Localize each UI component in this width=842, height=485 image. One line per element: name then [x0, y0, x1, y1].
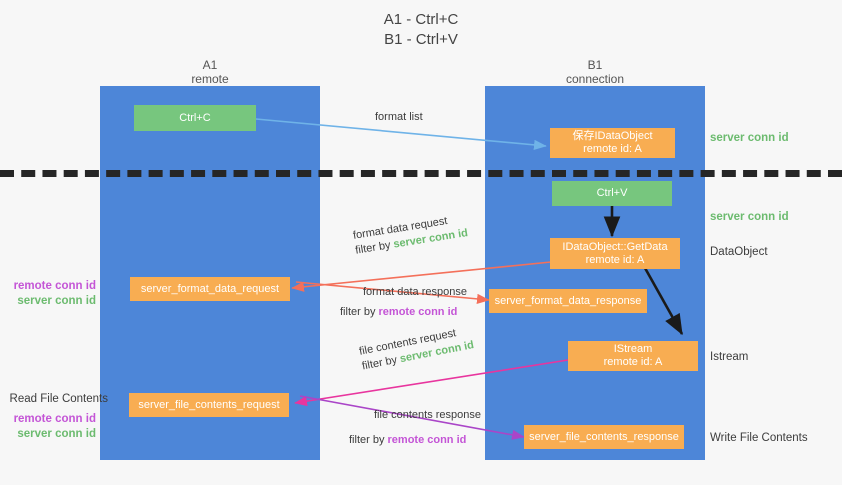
node-istream-line2: remote id: A — [603, 356, 663, 368]
annotation-server-conn-id-top: server conn id — [710, 132, 789, 144]
edge-label-format-data-request: format data request filter by server con… — [352, 215, 469, 259]
node-idataobject-getdata[interactable]: IDataObject::GetData remote id: A — [550, 238, 680, 269]
node-getdata-line2: remote id: A — [585, 253, 645, 266]
annotation-dataobject: DataObject — [710, 246, 768, 258]
lane-b1-name: B1 — [587, 58, 603, 72]
node-istream[interactable]: IStream remote id: A — [568, 341, 698, 371]
node-server-file-contents-request-label: server_file_contents_request — [138, 398, 280, 411]
format-data-request-filter-prefix: filter by — [354, 238, 395, 257]
annotation-istream: Istream — [710, 351, 749, 363]
file-contents-response-filter-prefix: filter by — [349, 434, 388, 446]
node-server-file-contents-response[interactable]: server_file_contents_response — [524, 425, 684, 449]
node-server-format-data-request[interactable]: server_format_data_request — [130, 277, 290, 301]
annotation-remote-conn-id-2: remote conn id — [13, 413, 96, 425]
node-ole-idataobject[interactable]: 保存IDataObject remote id: A — [550, 128, 675, 158]
format-data-response-text: format data response — [363, 286, 467, 298]
node-ctrl-c-label: Ctrl+C — [179, 111, 211, 124]
format-data-response-filter-prefix: filter by — [340, 306, 379, 318]
node-server-format-data-response-label: server_format_data_response — [494, 294, 642, 307]
lane-header-a1: A1 remote — [100, 58, 320, 86]
lane-b1-subtitle: connection — [565, 72, 625, 86]
node-ctrl-v[interactable]: Ctrl+V — [552, 181, 672, 206]
node-getdata-line1: IDataObject::GetData — [562, 240, 668, 253]
annotation-read-file-contents: Read File Contents — [9, 393, 108, 405]
annotation-server-conn-id-mid: server conn id — [710, 211, 789, 223]
section-divider — [0, 170, 842, 177]
annotation-server-conn-id-2: server conn id — [17, 428, 96, 440]
title-line-1: A1 - Ctrl+C — [383, 11, 459, 28]
format-data-response-filter-key: remote conn id — [378, 306, 458, 318]
title-line-2: B1 - Ctrl+V — [384, 31, 458, 48]
node-ole-idataobject-line1: 保存IDataObject — [572, 130, 653, 142]
annotation-write-file-contents: Write File Contents — [710, 432, 808, 444]
node-ole-idataobject-line2: remote id: A — [583, 143, 642, 155]
page-title: A1 - Ctrl+C B1 - Ctrl+V — [0, 10, 842, 50]
lane-header-b1: B1 connection — [485, 58, 705, 86]
edge-label-format-data-response-filter: filter by remote conn id — [340, 305, 457, 320]
file-contents-response-filter-key: remote conn id — [387, 434, 467, 446]
lane-a1-subtitle: remote — [191, 72, 229, 86]
node-server-file-contents-response-label: server_file_contents_response — [529, 430, 679, 443]
file-contents-response-text: file contents response — [374, 409, 482, 421]
node-istream-line1: IStream — [613, 343, 653, 355]
edge-label-file-contents-request: file contents request filter by server c… — [358, 327, 475, 375]
annotation-remote-conn-id-1: remote conn id — [13, 280, 96, 292]
edge-label-file-contents-response: file contents response — [374, 408, 481, 423]
node-server-file-contents-request[interactable]: server_file_contents_request — [129, 393, 289, 417]
node-server-format-data-request-label: server_format_data_request — [140, 282, 280, 295]
edge-label-format-list: format list — [375, 111, 423, 123]
node-ctrl-v-label: Ctrl+V — [596, 187, 628, 199]
edge-label-format-data-response: format data response — [363, 285, 467, 300]
node-server-format-data-response[interactable]: server_format_data_response — [489, 289, 647, 313]
annotation-server-conn-id-1: server conn id — [17, 295, 96, 307]
edge-label-file-contents-response-filter: filter by remote conn id — [349, 433, 466, 448]
lane-a1-name: A1 — [202, 58, 218, 72]
node-ctrl-c[interactable]: Ctrl+C — [134, 105, 256, 131]
